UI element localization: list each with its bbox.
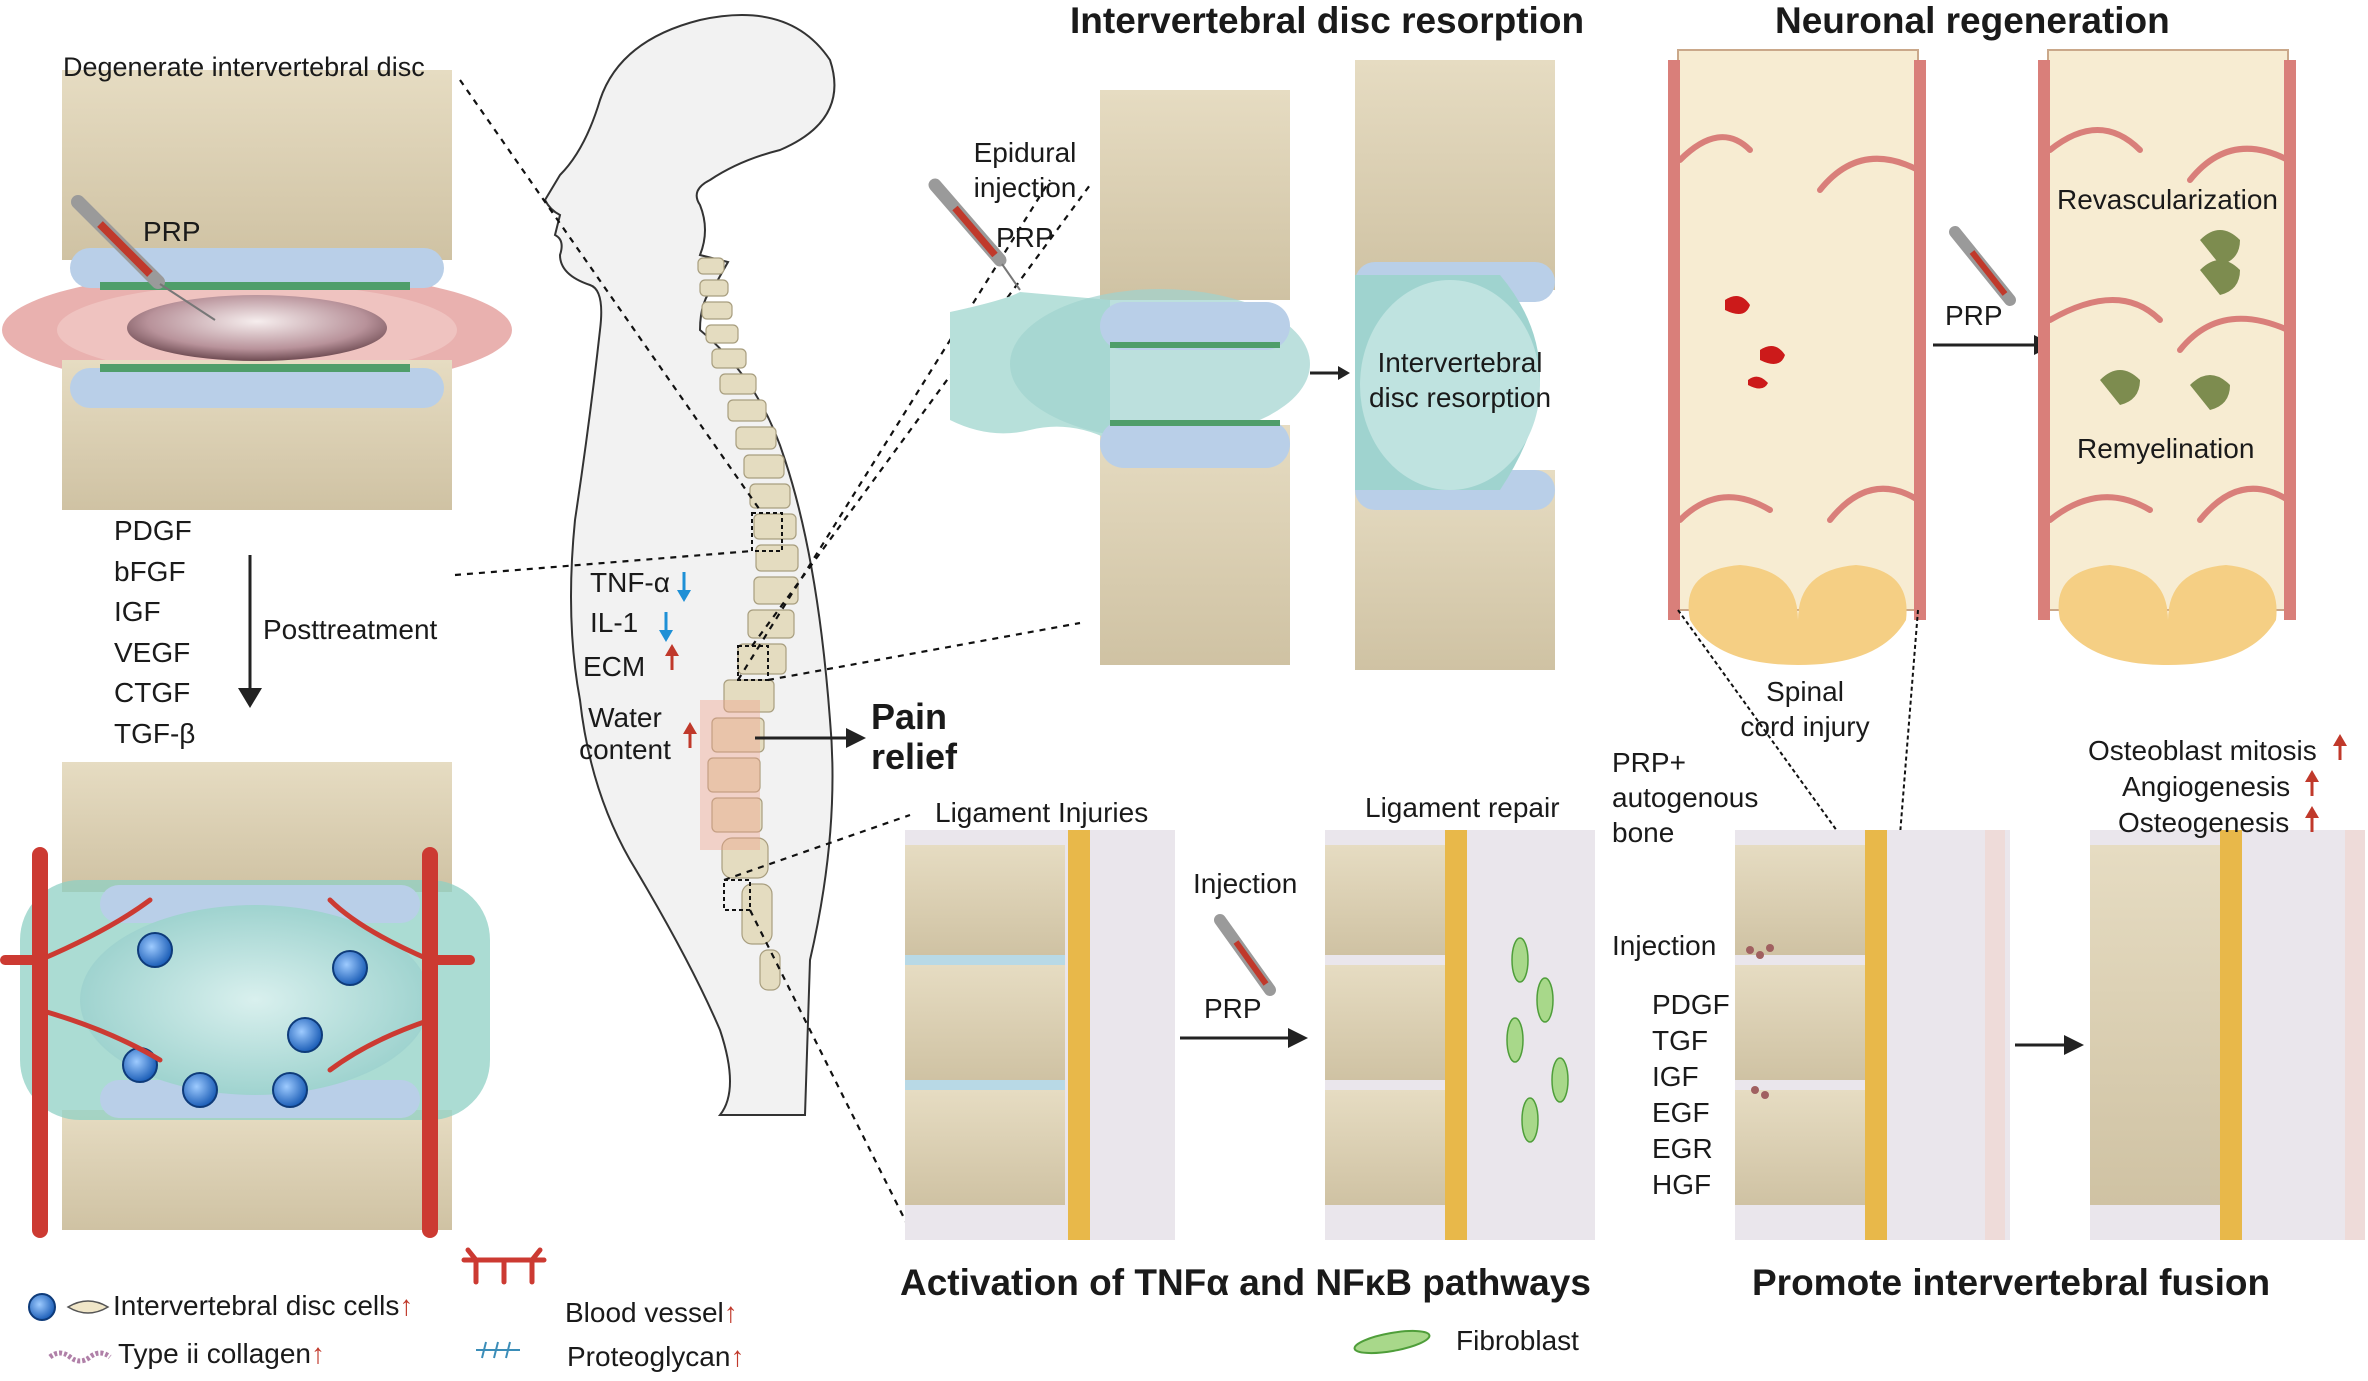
legend-fibroblast: Fibroblast — [1456, 1325, 1579, 1356]
marker-ecm: ECM — [583, 651, 646, 682]
posttreatment-label: Posttreatment — [263, 614, 438, 645]
zoom-connectors — [454, 79, 1091, 1231]
legend-collagen: Type ii collagen↑ — [118, 1338, 326, 1369]
effect-osteoblast-mitosis: Osteoblast mitosis — [2088, 735, 2317, 766]
spinal-cord-injury-illustration — [1668, 49, 1926, 665]
resorption-title: Intervertebral disc resorption — [1070, 0, 1585, 41]
syringe-icon — [71, 195, 216, 321]
fusion-factor: HGF — [1652, 1169, 1712, 1200]
blood-vessels — [0, 847, 475, 1238]
growth-factor: PDGF — [114, 515, 192, 546]
ligament-injury-illustration — [905, 830, 1175, 1240]
fibroblast-legend-icon — [1353, 1329, 1431, 1355]
growth-factor: IGF — [114, 596, 161, 627]
pain-relief-label: Pain relief — [871, 696, 958, 777]
fusion-before-illustration — [1735, 830, 2010, 1240]
remyelination-label: Remyelination — [2077, 433, 2255, 464]
blood-vessel-legend-icon — [461, 1247, 547, 1285]
disc-cells — [122, 932, 368, 1108]
neuronal-syringe-icon — [1949, 226, 2016, 306]
water-up-arrow — [683, 722, 697, 748]
growth-factor: TGF-β — [114, 717, 196, 749]
fusion-factor: EGF — [1652, 1097, 1710, 1128]
fusion-title: Promote intervertebral fusion — [1752, 1262, 2271, 1303]
growth-factor: CTGF — [114, 677, 191, 708]
resorption-prp-label: PRP — [996, 222, 1054, 253]
legend-proteoglycan: Proteoglycan↑ — [567, 1341, 745, 1372]
effect-angiogenesis: Angiogenesis — [2122, 771, 2291, 802]
fusion-arrow — [2015, 1035, 2084, 1055]
posttreatment-arrow — [238, 555, 262, 708]
growth-factor: VEGF — [114, 636, 191, 668]
fusion-effect-arrows — [2305, 734, 2347, 832]
cord-zoom-box — [1677, 609, 1919, 891]
effect-osteogenesis: Osteogenesis — [2118, 807, 2290, 838]
ligament-title: Activation of TNFα and NFκB pathways — [900, 1262, 1591, 1303]
human-body-outline — [543, 14, 836, 1116]
tnf-down-arrow — [677, 572, 691, 602]
left-prp-label: PRP — [143, 216, 201, 247]
resorption-illustration — [928, 60, 1555, 670]
ligament-injuries-label: Ligament Injuries — [935, 797, 1149, 828]
fusion-factor-list: PDGF TGF IGF EGF EGR HGF — [1652, 987, 1730, 1203]
legend-icons — [28, 1247, 1431, 1364]
neuronal-title: Neuronal regeneration — [1775, 0, 2170, 41]
marker-tnf-alpha: TNF-α — [590, 567, 670, 598]
collagen-legend-icon — [48, 1350, 112, 1364]
marker-water-content: Water content — [579, 702, 671, 765]
neuronal-prp-label: PRP — [1945, 300, 2003, 331]
legend-blood-vessel: Blood vessel↑ — [565, 1297, 738, 1328]
treated-disc-illustration — [0, 762, 490, 1238]
revascularization-label: Revascularization — [2057, 184, 2278, 215]
ligament-syringe-icon — [1214, 914, 1276, 996]
epidural-syringe-icon — [928, 178, 1021, 291]
degenerate-disc-illustration — [2, 70, 512, 510]
fusion-after-illustration — [2090, 830, 2365, 1240]
growth-factor: bFGF — [114, 555, 186, 587]
spindle-cell-legend-icon — [66, 1300, 110, 1314]
degenerate-disc-title: Degenerate intervertebral disc — [63, 52, 425, 82]
marker-il-1: IL-1 — [590, 607, 639, 638]
marker-arrows — [659, 572, 697, 748]
fusion-injection-label: Injection — [1612, 930, 1717, 961]
il1-down-arrow — [659, 612, 673, 642]
fusion-prp-label: PRP+ autogenous bone — [1612, 747, 1759, 848]
resorption-result-label: Intervertebral disc resorption — [1368, 347, 1552, 413]
growth-factor-list: PDGF bFGF IGF VEGF CTGF TGF-β — [114, 511, 195, 754]
regenerated-cord-illustration — [2038, 49, 2296, 665]
neuronal-prp-arrow — [1933, 226, 2054, 355]
disc-cell-legend-icon — [28, 1293, 56, 1321]
epidural-injection-label: Epidural injection — [973, 137, 1077, 203]
ligament-prp-arrow — [1180, 914, 1308, 1048]
pain-relief-arrow — [755, 728, 866, 748]
proteoglycan-legend-icon — [476, 1341, 520, 1359]
ligament-prp-label: PRP — [1204, 993, 1262, 1024]
legend-disc-cells: Intervertebral disc cells↑ — [113, 1290, 414, 1321]
ligament-repair-label: Ligament repair — [1365, 792, 1560, 823]
inflamed-region — [700, 700, 760, 850]
fusion-factor: PDGF — [1652, 989, 1730, 1020]
ligament-repair-illustration — [1325, 830, 1595, 1240]
ecm-up-arrow — [665, 644, 679, 670]
fusion-factor: IGF — [1652, 1061, 1699, 1092]
ligament-injection-label: Injection — [1193, 868, 1298, 899]
fusion-factor: EGR — [1652, 1133, 1713, 1164]
spinal-cord-injury-label: Spinal cord injury — [1740, 676, 1870, 742]
fusion-factor: TGF — [1652, 1025, 1708, 1056]
